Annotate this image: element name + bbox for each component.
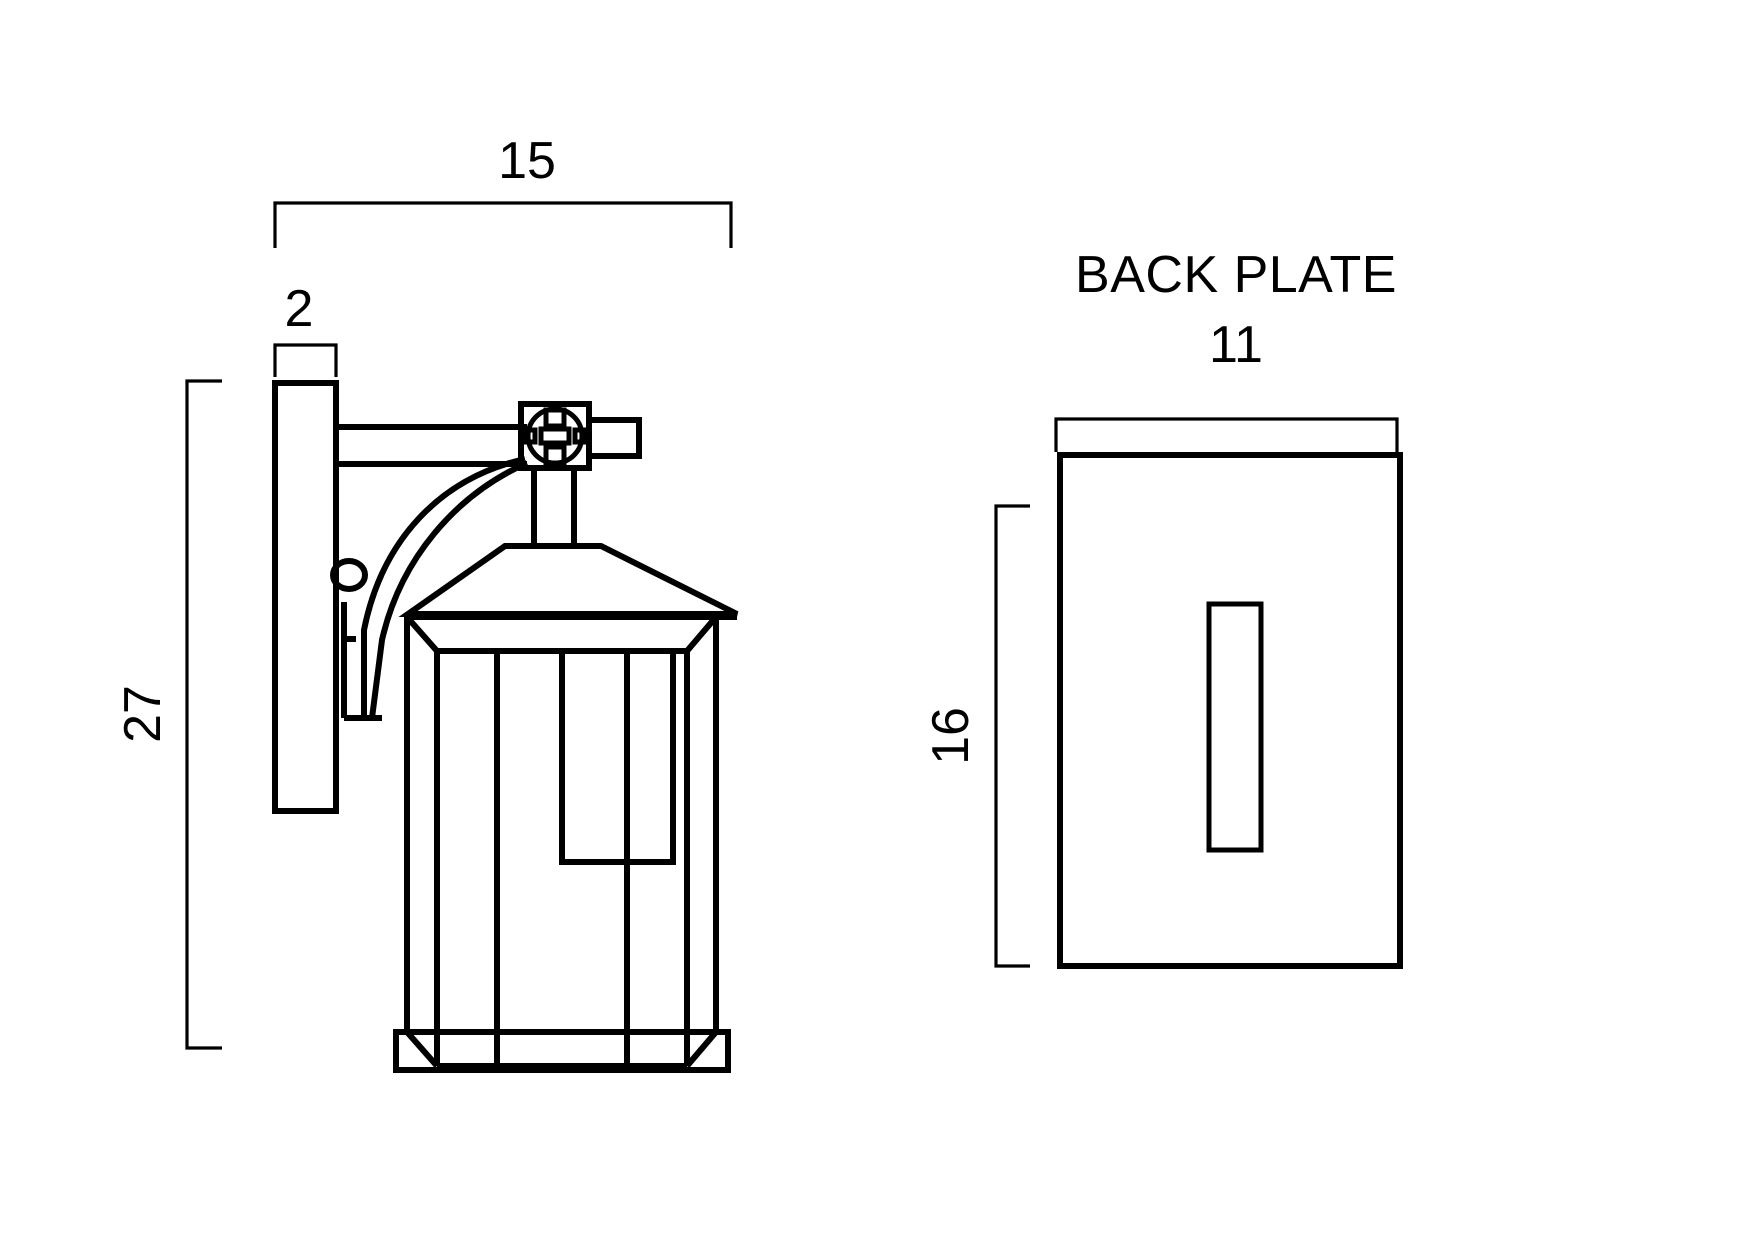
- bracket-outer-curve: [361, 456, 526, 718]
- backplate-side-profile: [272, 380, 339, 814]
- bracket-knob-circle: [330, 558, 368, 592]
- lantern-inner-post-left: [404, 615, 440, 1066]
- dim-bracket-15: [273, 201, 733, 248]
- joint-motif-center: [538, 426, 572, 446]
- dimension-depth-15: 15: [273, 132, 733, 248]
- dim-label-11: 11: [1209, 316, 1263, 374]
- joint-box-frame: [518, 401, 592, 471]
- back-plate-title: BACK PLATE: [1075, 246, 1397, 304]
- arm-right-stub: [589, 417, 642, 459]
- lantern-inner-post-right: [684, 615, 719, 1066]
- dim-bracket-11: [1054, 417, 1399, 452]
- dimension-backplate-width-11: 11: [1054, 316, 1399, 452]
- dim-label-15: 15: [498, 132, 556, 190]
- dim-label-27: 27: [114, 685, 172, 743]
- lantern-roof: [398, 543, 739, 617]
- lantern-base-plate: [393, 1029, 731, 1073]
- bracket-inner-curve: [369, 460, 529, 719]
- lantern-bottom-right-bevel: [684, 1030, 719, 1068]
- dimension-thickness-2: 2: [273, 280, 338, 377]
- joint-motif-west: [521, 427, 538, 445]
- dim-bracket-2: [273, 343, 338, 377]
- dim-label-16: 16: [922, 707, 980, 765]
- backplate-mounting-slot: [1206, 601, 1264, 853]
- dim-label-2: 2: [285, 280, 314, 338]
- bulb-shade-rectangle: [559, 651, 676, 865]
- bracket-foot-tab-upper: [341, 636, 356, 718]
- lantern-bottom-left-bevel: [404, 1030, 440, 1068]
- dim-bracket-16: [994, 504, 1030, 968]
- dimension-height-27: 27: [114, 379, 222, 1050]
- joint-motif-south: [543, 444, 567, 466]
- joint-motif-north: [543, 407, 567, 429]
- backplate-front-outline: [1057, 452, 1403, 969]
- joint-motif-east: [572, 427, 589, 445]
- dim-bracket-27: [185, 379, 222, 1050]
- dimension-backplate-height-16: 16: [922, 504, 1030, 968]
